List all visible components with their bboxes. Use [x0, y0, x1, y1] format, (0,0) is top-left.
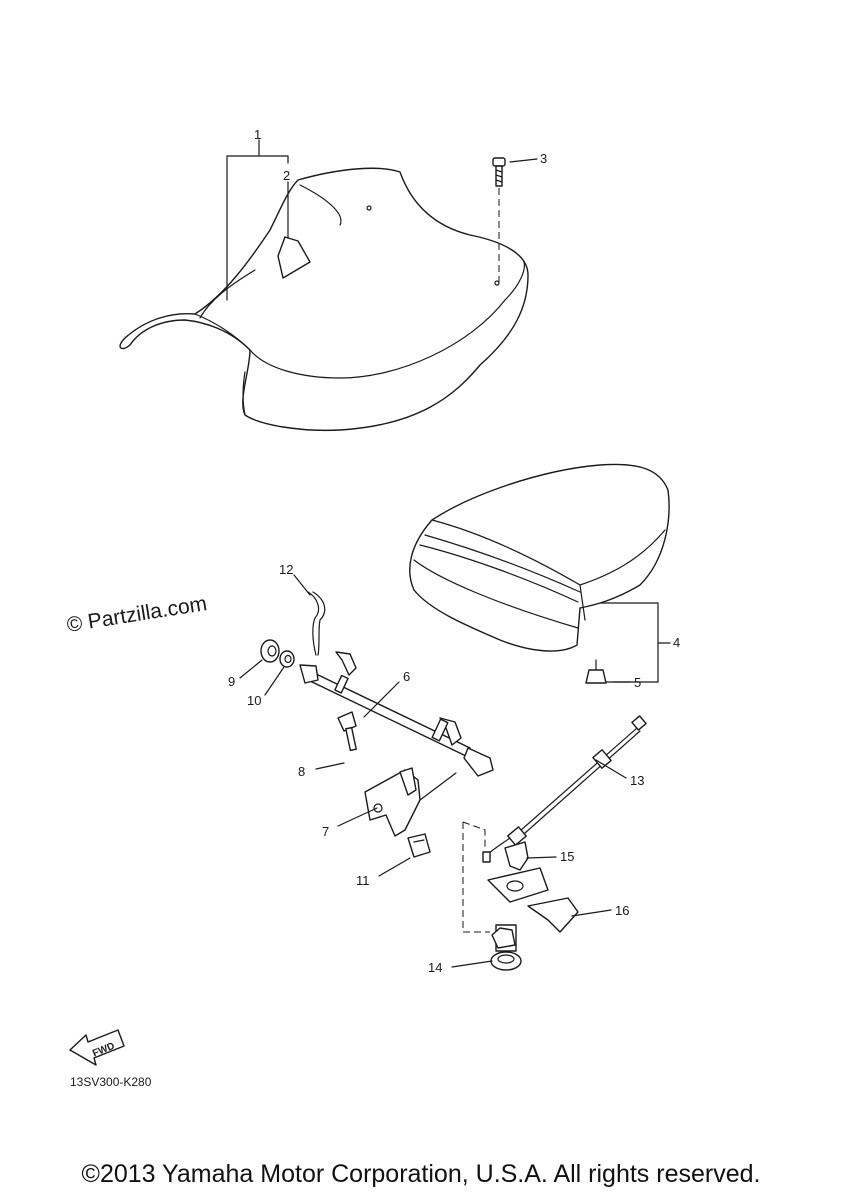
- lock-plate[interactable]: [487, 867, 579, 933]
- fwd-arrow-icon: FWD: [69, 1029, 125, 1066]
- bracket-bolt[interactable]: [337, 711, 357, 752]
- callout-2[interactable]: 2: [283, 168, 290, 183]
- watermark-text: © Partzilla.com: [65, 592, 208, 637]
- callout-5[interactable]: 5: [634, 675, 641, 690]
- cotter-pin[interactable]: [307, 591, 326, 656]
- callout-9[interactable]: 9: [228, 674, 235, 689]
- leader-lines: [226, 139, 671, 968]
- callout-11[interactable]: 11: [356, 873, 370, 888]
- seat-lock-rod[interactable]: [299, 651, 494, 777]
- callout-10[interactable]: 10: [247, 693, 261, 708]
- copyright-notice: ©2013 Yamaha Motor Corporation, U.S.A. A…: [81, 1160, 761, 1188]
- callout-3[interactable]: 3: [540, 151, 547, 166]
- seat-lock[interactable]: [490, 924, 522, 971]
- callout-15[interactable]: 15: [560, 849, 574, 864]
- callout-6[interactable]: 6: [403, 669, 410, 684]
- seat-damper[interactable]: [585, 659, 607, 684]
- callout-12[interactable]: 12: [279, 562, 293, 577]
- cable-clamp[interactable]: [407, 833, 431, 858]
- callout-7[interactable]: 7: [322, 824, 329, 839]
- passenger-seat[interactable]: [409, 463, 670, 652]
- callout-1[interactable]: 1: [254, 127, 261, 142]
- seat-tape[interactable]: [277, 236, 311, 279]
- seat-lock-cable[interactable]: [482, 715, 647, 863]
- seat-bolt[interactable]: [492, 157, 506, 187]
- callout-4[interactable]: 4: [673, 635, 680, 650]
- callout-13[interactable]: 13: [630, 773, 644, 788]
- callout-16[interactable]: 16: [615, 903, 629, 918]
- callout-14[interactable]: 14: [428, 960, 442, 975]
- rider-seat[interactable]: [119, 167, 529, 432]
- diagram-code: 13SV300-K280: [70, 1075, 152, 1089]
- collar[interactable]: [260, 639, 280, 663]
- washer[interactable]: [279, 650, 295, 668]
- callout-8[interactable]: 8: [298, 764, 305, 779]
- stay[interactable]: [504, 841, 529, 871]
- lock-bracket[interactable]: [364, 767, 421, 837]
